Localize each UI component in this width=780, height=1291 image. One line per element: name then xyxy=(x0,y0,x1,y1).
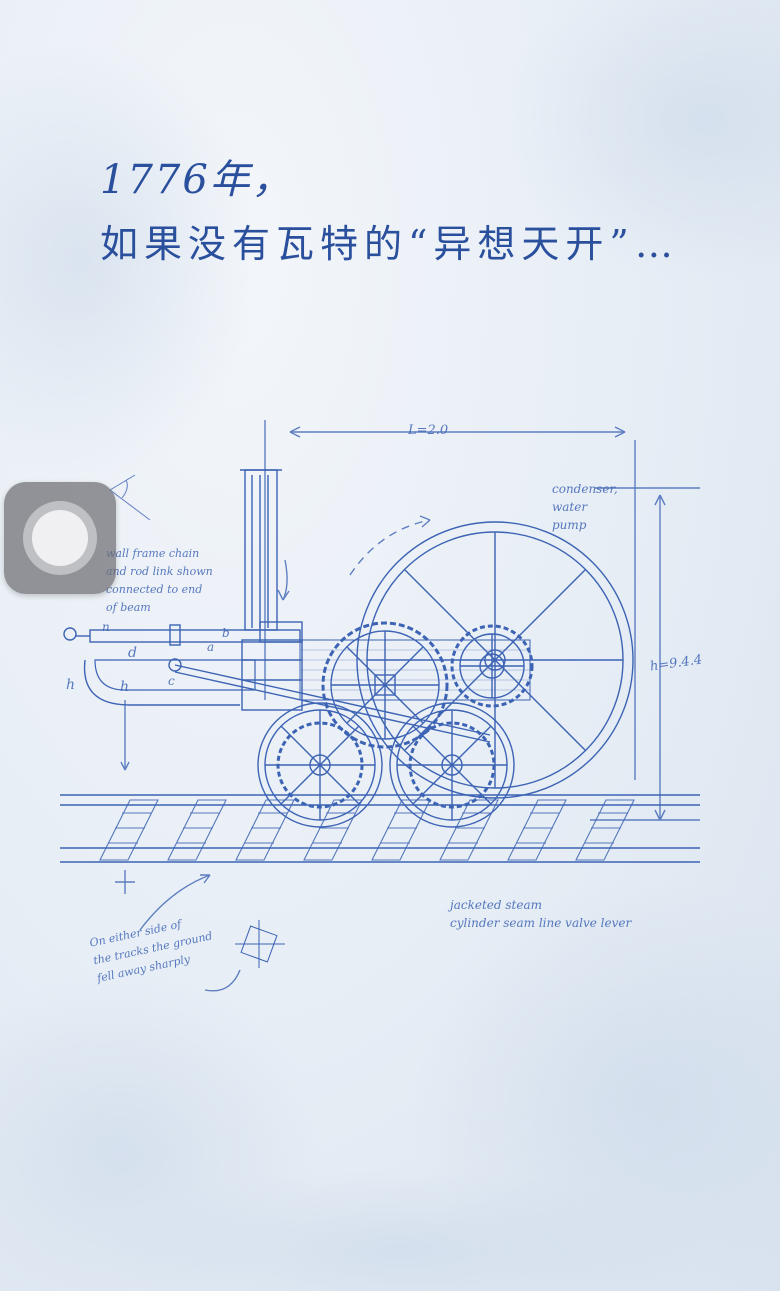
chimney xyxy=(240,469,282,631)
assistive-touch-icon xyxy=(23,501,97,575)
rear-wheel xyxy=(389,702,515,828)
sleepers xyxy=(99,799,635,861)
rails xyxy=(60,794,700,863)
motion-arrows xyxy=(139,515,431,992)
dimension-lines xyxy=(115,420,700,894)
flywheel xyxy=(356,521,634,799)
headline: 1776年， 如果没有瓦特的“异想天开”… xyxy=(100,150,740,274)
label-c: c xyxy=(168,674,175,688)
chain-note: wall frame chain and rod link shown conn… xyxy=(106,547,213,614)
dimension-length-label: L=2.0 xyxy=(408,423,449,438)
angle-sketch xyxy=(109,474,151,521)
compass-sketch xyxy=(235,920,285,968)
headline-year: 1776年， xyxy=(100,157,294,203)
boiler xyxy=(241,621,531,711)
piston-rods xyxy=(63,624,491,743)
large-gear xyxy=(321,621,449,749)
label-a: a xyxy=(207,640,215,654)
assistive-touch-button[interactable] xyxy=(4,482,116,594)
label-n: n xyxy=(102,620,110,634)
label-d: d xyxy=(128,645,137,661)
headline-caption: 如果没有瓦特的“异想天开”… xyxy=(100,222,679,266)
front-wheel xyxy=(257,702,383,828)
label-h-right: h xyxy=(120,679,130,695)
small-gear xyxy=(450,624,534,708)
condenser-note: condenser, water pump xyxy=(552,482,618,532)
label-b: b xyxy=(222,626,230,640)
label-h-left: h xyxy=(66,677,76,693)
cylinder-note: jacketed steam cylinder seam line valve … xyxy=(450,898,632,930)
